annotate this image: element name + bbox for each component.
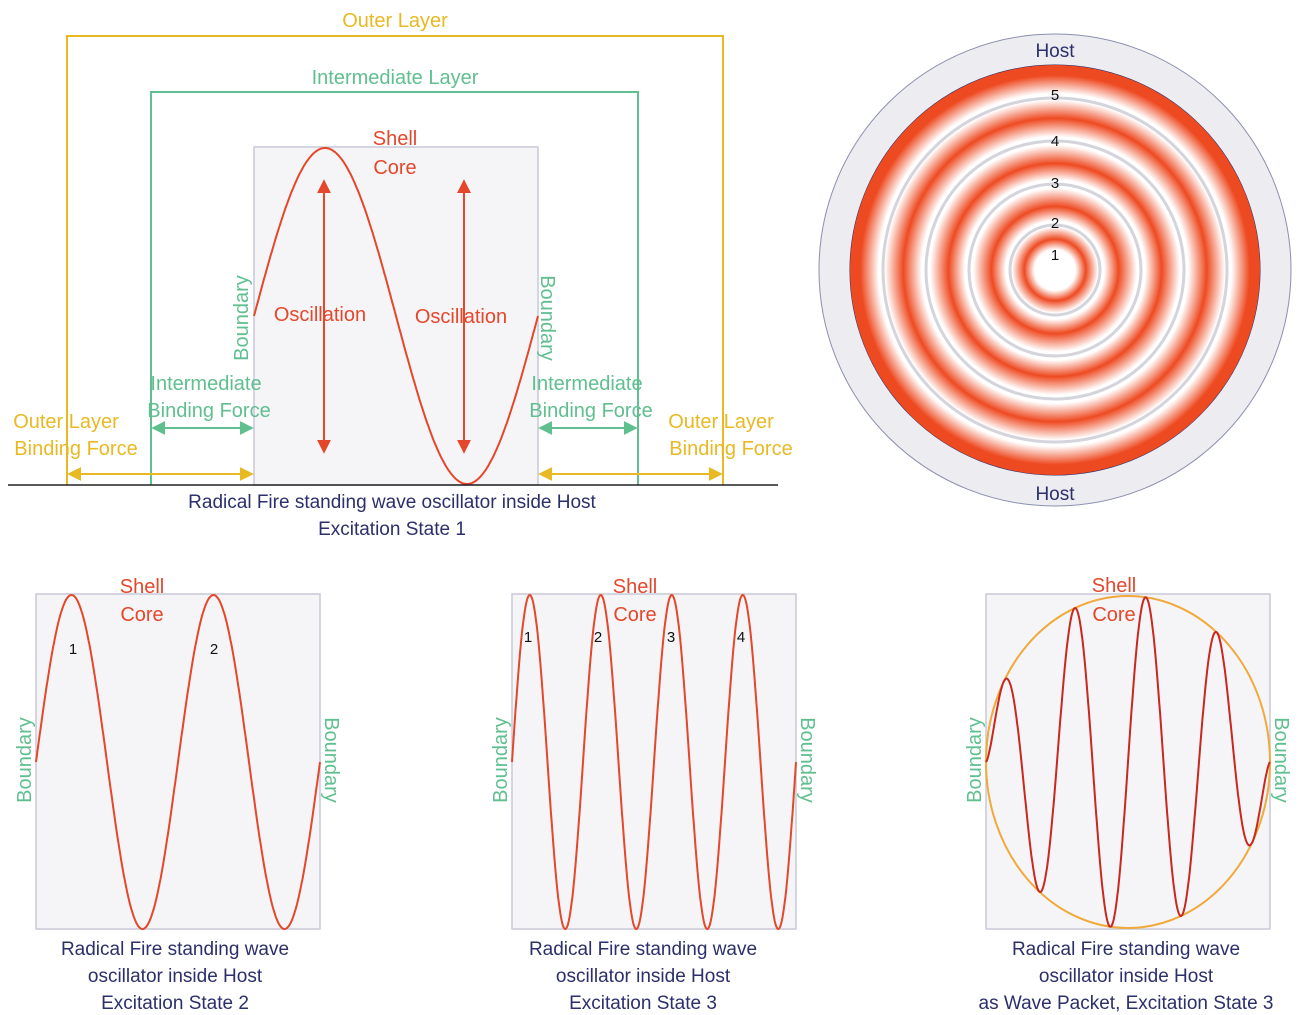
- oscillation-label-left: Oscillation: [274, 304, 366, 326]
- boundary-label-right: Boundary: [536, 275, 558, 361]
- outer-force-label-left-2: Binding Force: [14, 438, 137, 460]
- panel-2-caption-1: Radical Fire standing wave: [529, 939, 757, 960]
- panel-2-peak-2: 2: [594, 629, 602, 646]
- standing-wave-state-1: [253, 147, 539, 485]
- main-caption-line-2: Excitation State 1: [318, 519, 466, 540]
- outer-layer-frame: [66, 35, 724, 485]
- ring-divider-1: [1008, 223, 1102, 317]
- ring-number-2: 2: [1051, 215, 1059, 232]
- panel-1-caption-1: Radical Fire standing wave: [61, 939, 289, 960]
- ring-number-4: 4: [1051, 133, 1059, 150]
- intermediate-force-label-left-1: Intermediate: [150, 373, 261, 395]
- panel-1-core: Core: [120, 604, 163, 626]
- ring-divider-3: [924, 139, 1186, 401]
- ring-divider-4: [881, 96, 1229, 444]
- panel-2-boundary-left: Boundary: [490, 717, 512, 803]
- ring-number-1: 1: [1051, 247, 1059, 264]
- standing-wave-state-2: [35, 593, 321, 931]
- panel-3-boundary-right: Boundary: [1270, 717, 1292, 803]
- panel-2-caption-3: Excitation State 3: [569, 993, 717, 1014]
- host-label-bottom: Host: [1035, 484, 1075, 505]
- outer-force-label-left-1: Outer Layer: [13, 411, 119, 433]
- intermediate-force-label-right-2: Binding Force: [529, 400, 652, 422]
- energy-rings: [850, 65, 1260, 475]
- panel-1-caption-2: oscillator inside Host: [88, 966, 263, 987]
- panel-3-caption-3: as Wave Packet, Excitation State 3: [979, 993, 1274, 1014]
- panel-3-caption-2: oscillator inside Host: [1039, 966, 1214, 987]
- panel-2-core: Core: [613, 604, 656, 626]
- panel-3-shell: Shell: [1092, 575, 1136, 597]
- intermediate-force-label-left-2: Binding Force: [147, 400, 270, 422]
- panel-3-caption-1: Radical Fire standing wave: [1012, 939, 1240, 960]
- wave-packet-wave: [985, 596, 1271, 928]
- outer-force-label-right-1: Outer Layer: [668, 411, 774, 433]
- outer-layer-label: Outer Layer: [342, 10, 448, 32]
- panel-1-peak-1: 1: [69, 641, 77, 658]
- panel-1-caption-3: Excitation State 2: [101, 993, 249, 1014]
- host-label-top: Host: [1035, 41, 1075, 62]
- intermediate-force-label-right-1: Intermediate: [531, 373, 642, 395]
- oscillation-label-right: Oscillation: [415, 306, 507, 328]
- panel-2-boundary-right: Boundary: [796, 717, 818, 803]
- panel-1-boundary-right: Boundary: [320, 717, 342, 803]
- shell-label: Shell: [373, 128, 417, 150]
- outer-force-label-right-2: Binding Force: [669, 438, 792, 460]
- panel-1-shell: Shell: [120, 576, 164, 598]
- ring-divider-2: [967, 182, 1143, 358]
- host-rings-diagram: Host Host 1 2 3 4 5: [818, 33, 1292, 507]
- panel-wave-packet: Shell Core Boundary Boundary Radical Fir…: [964, 575, 1292, 1014]
- panel-2-peak-4: 4: [737, 629, 745, 646]
- panel-1-boundary-left: Boundary: [14, 717, 36, 803]
- panel-2-peak-3: 3: [667, 629, 675, 646]
- standing-wave-state-3: [511, 593, 797, 931]
- panel-2-caption-2: oscillator inside Host: [556, 966, 731, 987]
- core-label: Core: [373, 157, 416, 179]
- panel-2-shell: Shell: [613, 576, 657, 598]
- main-oscillator-diagram: Outer Layer Intermediate Layer Shell Cor…: [8, 10, 793, 540]
- intermediate-layer-label: Intermediate Layer: [312, 67, 479, 89]
- panel-excitation-state-3: Shell Core 1 2 3 4 Boundary Boundary Rad…: [490, 576, 818, 1014]
- intermediate-layer-frame: [150, 91, 639, 485]
- panel-2-peak-1: 1: [524, 629, 532, 646]
- ring-number-3: 3: [1051, 175, 1059, 192]
- panel-excitation-state-2: Shell Core 1 2 Boundary Boundary Radical…: [14, 576, 342, 1014]
- panel-3-boundary-left: Boundary: [964, 717, 986, 803]
- main-caption-line-1: Radical Fire standing wave oscillator in…: [188, 492, 596, 513]
- panel-1-peak-2: 2: [210, 641, 218, 658]
- panel-3-core: Core: [1092, 604, 1135, 626]
- boundary-label-left: Boundary: [231, 275, 253, 361]
- ring-number-5: 5: [1051, 87, 1059, 104]
